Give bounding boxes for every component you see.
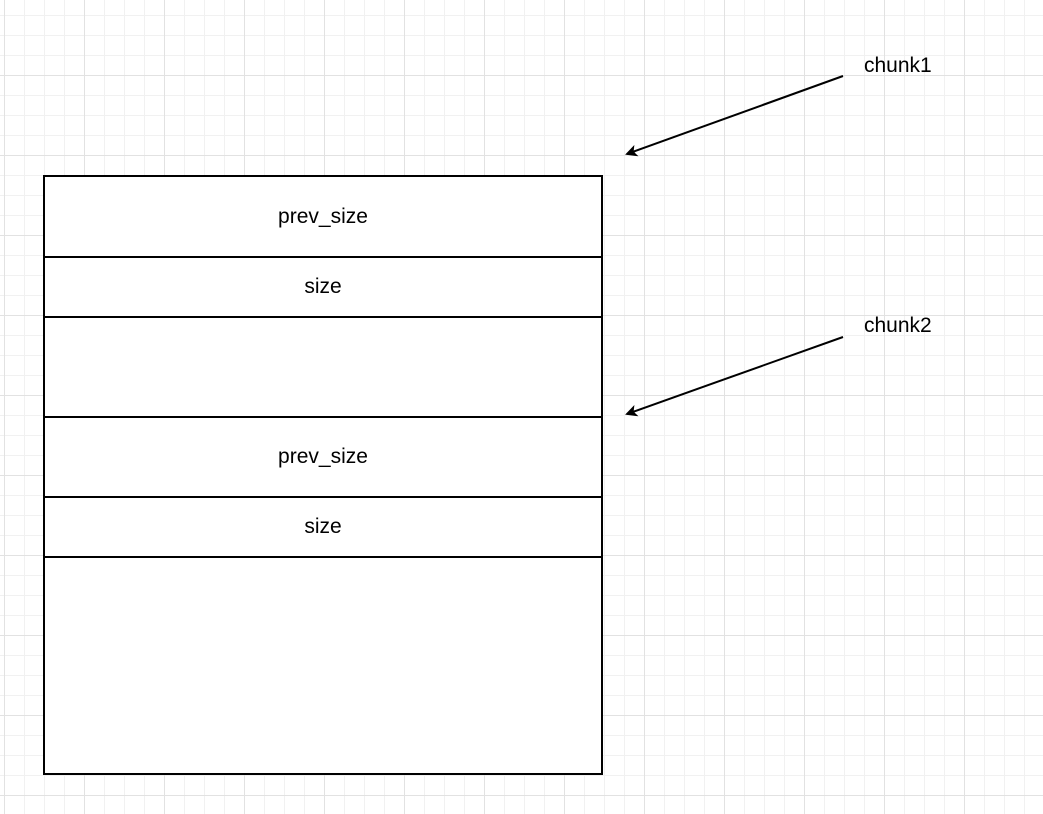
chunk1-size-label: size — [304, 274, 342, 298]
heap-memory-block: prev_size size prev_size size — [43, 175, 603, 775]
chunk1-arrow — [625, 75, 844, 157]
chunk1-prev-size-label: prev_size — [278, 204, 368, 228]
field-divider — [45, 496, 601, 498]
chunk2-prev-size-label: prev_size — [278, 444, 368, 468]
chunk1-label: chunk1 — [864, 54, 932, 77]
chunk2-label: chunk2 — [864, 314, 932, 337]
chunk2-size-label: size — [304, 514, 342, 538]
field-divider — [45, 256, 601, 258]
chunk2-size-field: size — [45, 497, 601, 556]
chunk1-size-field: size — [45, 257, 601, 316]
chunk2-prev-size-field: prev_size — [45, 417, 601, 496]
field-divider — [45, 416, 601, 418]
chunk2-arrow — [625, 336, 844, 417]
field-divider — [45, 316, 601, 318]
chunk1-prev-size-field: prev_size — [45, 177, 601, 256]
field-divider — [45, 556, 601, 558]
